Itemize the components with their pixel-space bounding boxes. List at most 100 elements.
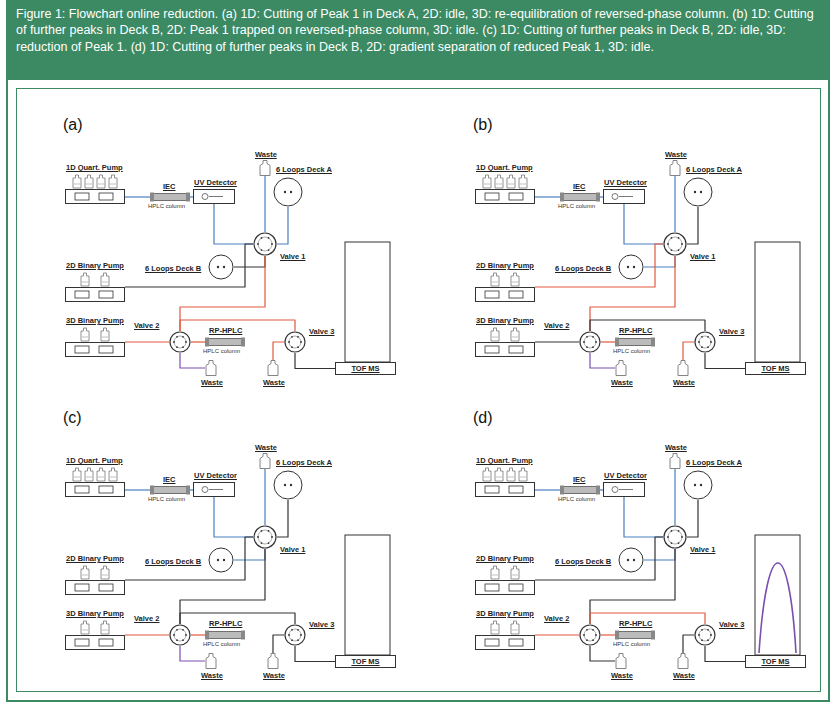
node-label: RP-HPLC [208,619,243,628]
flow-line [644,549,675,560]
node-label: IEC [162,182,177,191]
uv-detector-shape [603,482,645,497]
valve: Valve 2 [579,331,601,353]
flow-line [687,207,698,244]
flow-line [264,469,265,525]
node-label: 3D Binary Pump [475,609,535,618]
figure-caption: Figure 1: Flowchart online reduction. (a… [16,6,816,55]
flow-line [191,341,205,342]
flow-line [277,500,288,537]
waste-bottle-shape [259,453,271,469]
node-label: TOF MS [746,363,805,375]
flow-line [180,353,205,368]
flow-line [705,646,745,662]
loop-deck-shape [273,470,303,500]
loop-deck: 6 Loops Deck A [273,177,303,207]
uv-detector-shape [193,189,235,204]
flow-line [125,244,253,287]
panel-letter: (a) [63,116,83,134]
waste-bottle-shape [259,160,271,176]
mass-spectrometer: TOF MS [335,655,396,668]
node-sublabel: HPLC column [613,641,650,648]
node-label: 2D Binary Pump [475,261,535,270]
pump: 1D Quart. Pump [475,174,535,204]
node-label: Waste [672,671,696,680]
node-label: Waste [254,150,278,159]
node-label: 6 Loops Deck A [275,458,333,467]
loop-deck: 6 Loops Deck B [208,254,234,280]
flow-line [601,341,615,342]
flow-line [624,204,663,244]
flow-line [683,635,694,653]
valve-shape [253,525,277,549]
rp-hplc-column: RP-HPLCHPLC column [205,337,245,347]
flow-line [190,196,193,197]
node-label: Valve 3 [308,620,335,629]
node-sublabel: HPLC column [558,203,595,210]
loop-deck: 6 Loops Deck B [208,547,234,573]
node-label: Valve 3 [718,620,745,629]
flow-line [601,634,615,635]
node-label: Waste [200,378,224,387]
pump: 3D Binary Pump [65,327,125,357]
flow-line [600,196,603,197]
flow-line [687,500,698,537]
flow-line [125,537,253,580]
node-label: TOF MS [336,656,395,668]
valve: Valve 3 [284,331,306,353]
pump-shape [475,174,535,204]
uv-detector: UV Detector [603,482,645,497]
node-label: 6 Loops Deck A [275,165,333,174]
flow-line [234,549,265,560]
pump: 3D Binary Pump [475,620,535,650]
valve-shape [579,331,601,353]
flow-line [535,537,663,580]
pump: 2D Binary Pump [65,272,125,302]
valve-shape [694,624,716,646]
pump: 2D Binary Pump [475,272,535,302]
node-label: TOF MS [336,363,395,375]
node-label: 1D Quart. Pump [475,163,534,172]
flow-line [214,497,253,537]
valve-shape [663,232,687,256]
valve: Valve 2 [169,331,191,353]
node-label: 3D Binary Pump [65,316,125,325]
node-label: RP-HPLC [208,326,243,335]
valve: Valve 1 [663,525,687,549]
rp-hplc-column-shape [205,630,245,640]
flow-line [234,256,265,267]
flow-line [705,353,745,369]
loop-deck: 6 Loops Deck A [273,470,303,500]
pump: 1D Quart. Pump [475,467,535,497]
flow-line [535,634,579,635]
node-label: Waste [672,378,696,387]
node-label: Valve 1 [689,252,716,261]
pump: 3D Binary Pump [65,620,125,650]
pump-shape [475,272,535,302]
valve: Valve 2 [579,624,601,646]
flow-line [125,341,169,342]
pump-shape [475,620,535,650]
node-label: 6 Loops Deck B [554,557,612,566]
uv-detector-shape [193,482,235,497]
node-label: UV Detector [603,471,648,480]
node-label: Waste [254,443,278,452]
flow-line [277,207,288,244]
node-label: 6 Loops Deck A [685,458,743,467]
node-sublabel: HPLC column [148,496,185,503]
waste-bottle: Waste [259,160,271,176]
node-label: 2D Binary Pump [65,261,125,270]
node-sublabel: HPLC column [148,203,185,210]
waste-bottle: Waste [677,653,689,669]
loop-deck: 6 Loops Deck A [683,470,713,500]
node-sublabel: HPLC column [613,348,650,355]
valve-shape [284,624,306,646]
node-sublabel: HPLC column [558,496,595,503]
ms-display [345,242,390,362]
waste-bottle: Waste [267,653,279,669]
pump-shape [65,327,125,357]
pump: 1D Quart. Pump [65,174,125,204]
node-label: Waste [610,378,634,387]
ion-exchange-column: IECHPLC column [150,192,190,202]
